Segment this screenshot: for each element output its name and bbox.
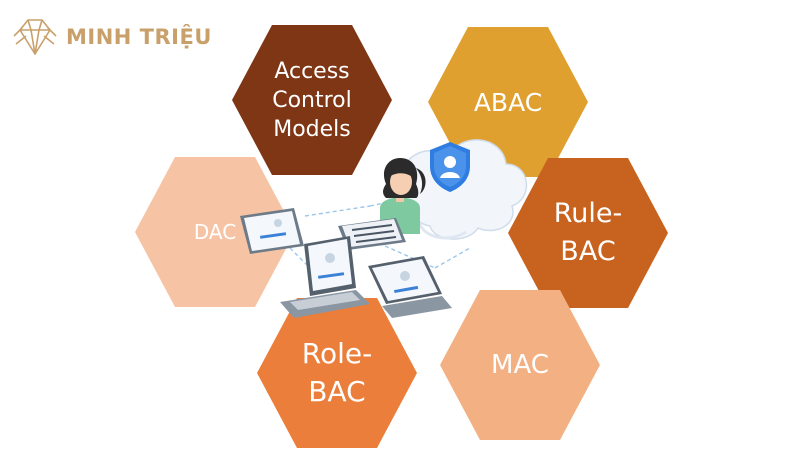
- shield-user-icon: [430, 142, 470, 192]
- laptop-icon: [368, 256, 452, 318]
- hex-label: MAC: [491, 350, 549, 380]
- tablet-icon: [240, 208, 304, 254]
- laptop-icon: [280, 236, 370, 318]
- hex-label: ABAC: [473, 87, 543, 117]
- brand-name: MINH TRIỆU: [66, 25, 212, 49]
- hex-label: Rule- BAC: [553, 198, 623, 267]
- diamond-logo-icon: [13, 19, 57, 55]
- hex-label: Access Control Models: [272, 58, 352, 142]
- hex-label: Role- BAC: [301, 337, 373, 408]
- network-illustration: [240, 139, 528, 318]
- hex-rule-bac: Rule- BAC: [508, 158, 668, 308]
- server-icon: [338, 218, 406, 250]
- hex-label: DAC: [193, 220, 237, 244]
- brand-logo: MINH TRIỆU: [12, 14, 212, 60]
